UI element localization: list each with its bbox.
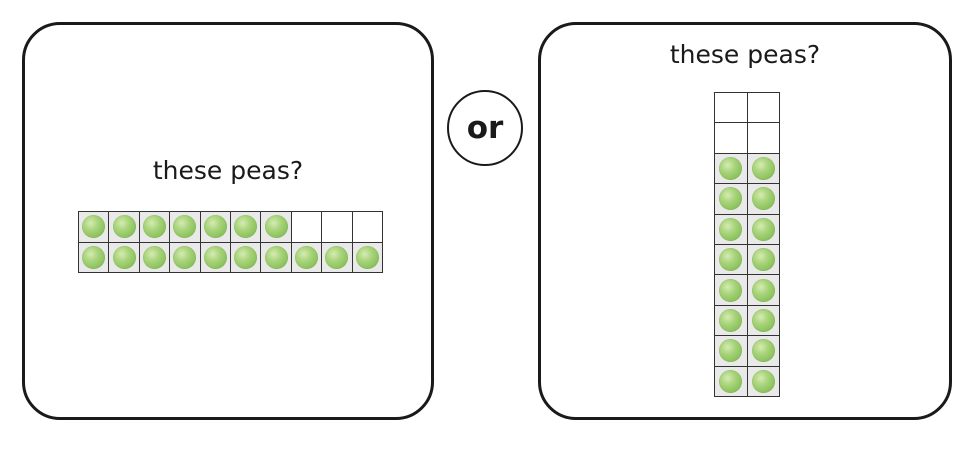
pea-icon: [173, 245, 197, 269]
pea-icon: [234, 215, 258, 239]
pea-icon: [82, 245, 106, 269]
pea-icon: [203, 215, 227, 239]
pea-icon: [751, 217, 775, 241]
frame-cell-filled: [230, 212, 262, 243]
pea-icon: [719, 369, 743, 393]
frame-cell-filled: [715, 336, 748, 367]
pea-icon: [112, 245, 136, 269]
frame-cell-filled: [747, 214, 780, 245]
frame-cell-filled: [747, 336, 780, 367]
frame-cell-filled: [715, 275, 748, 306]
pea-icon: [751, 339, 775, 363]
frame-cell-filled: [747, 184, 780, 215]
frame-cell-filled: [715, 244, 748, 276]
frame-cell-filled: [139, 242, 171, 273]
left-option-card[interactable]: these peas?: [22, 22, 434, 420]
pea-icon: [719, 156, 743, 180]
pea-icon: [751, 278, 775, 302]
pea-icon: [325, 245, 349, 269]
frame-cell-filled: [747, 244, 780, 276]
frame-cell-empty: [352, 212, 383, 243]
or-label: or: [466, 110, 504, 146]
frame-cell-filled: [715, 184, 748, 215]
frame-cell-filled: [261, 242, 292, 273]
pea-icon: [751, 156, 775, 180]
frame-cell-filled: [200, 242, 231, 273]
left-prompt: these peas?: [152, 156, 304, 185]
frame-cell-filled: [291, 242, 323, 273]
frame-cell-empty: [322, 212, 353, 243]
pea-icon: [173, 215, 197, 239]
pea-icon: [751, 308, 775, 332]
frame-cell-filled: [230, 242, 262, 273]
pea-icon: [719, 278, 743, 302]
frame-cell-filled: [747, 305, 780, 337]
frame-cell-filled: [170, 242, 201, 273]
frame-cell-filled: [747, 275, 780, 306]
frame-cell-empty: [747, 123, 780, 154]
frame-cell-empty: [715, 123, 748, 154]
pea-icon: [751, 248, 775, 272]
frame-cell-filled: [747, 153, 780, 185]
pea-icon: [355, 245, 379, 269]
pea-icon: [203, 245, 227, 269]
ten-frame-horizontal: [78, 211, 383, 273]
right-option-card[interactable]: these peas?: [538, 22, 952, 420]
pea-icon: [112, 215, 136, 239]
pea-icon: [82, 215, 106, 239]
frame-cell-filled: [715, 366, 748, 397]
frame-cell-empty: [715, 93, 748, 124]
pea-icon: [719, 217, 743, 241]
pea-icon: [142, 245, 166, 269]
frame-cell-filled: [109, 242, 140, 273]
pea-icon: [751, 369, 775, 393]
pea-icon: [142, 215, 166, 239]
frame-cell-filled: [79, 242, 110, 273]
frame-cell-filled: [79, 212, 110, 243]
pea-icon: [719, 187, 743, 211]
frame-cell-filled: [170, 212, 201, 243]
or-connector: or: [447, 90, 523, 166]
pea-icon: [751, 187, 775, 211]
pea-icon: [264, 245, 288, 269]
ten-frame-vertical: [714, 92, 780, 397]
frame-cell-filled: [352, 242, 383, 273]
pea-icon: [264, 215, 288, 239]
frame-cell-filled: [200, 212, 231, 243]
pea-icon: [719, 308, 743, 332]
pea-icon: [234, 245, 258, 269]
frame-cell-empty: [747, 93, 780, 124]
frame-cell-filled: [139, 212, 171, 243]
frame-cell-filled: [715, 305, 748, 337]
frame-cell-filled: [715, 153, 748, 185]
frame-cell-empty: [291, 212, 323, 243]
frame-cell-filled: [109, 212, 140, 243]
frame-cell-filled: [747, 366, 780, 397]
pea-icon: [719, 248, 743, 272]
right-prompt: these peas?: [669, 40, 821, 69]
frame-cell-filled: [322, 242, 353, 273]
frame-cell-filled: [715, 214, 748, 245]
pea-icon: [294, 245, 318, 269]
frame-cell-filled: [261, 212, 292, 243]
pea-icon: [719, 339, 743, 363]
